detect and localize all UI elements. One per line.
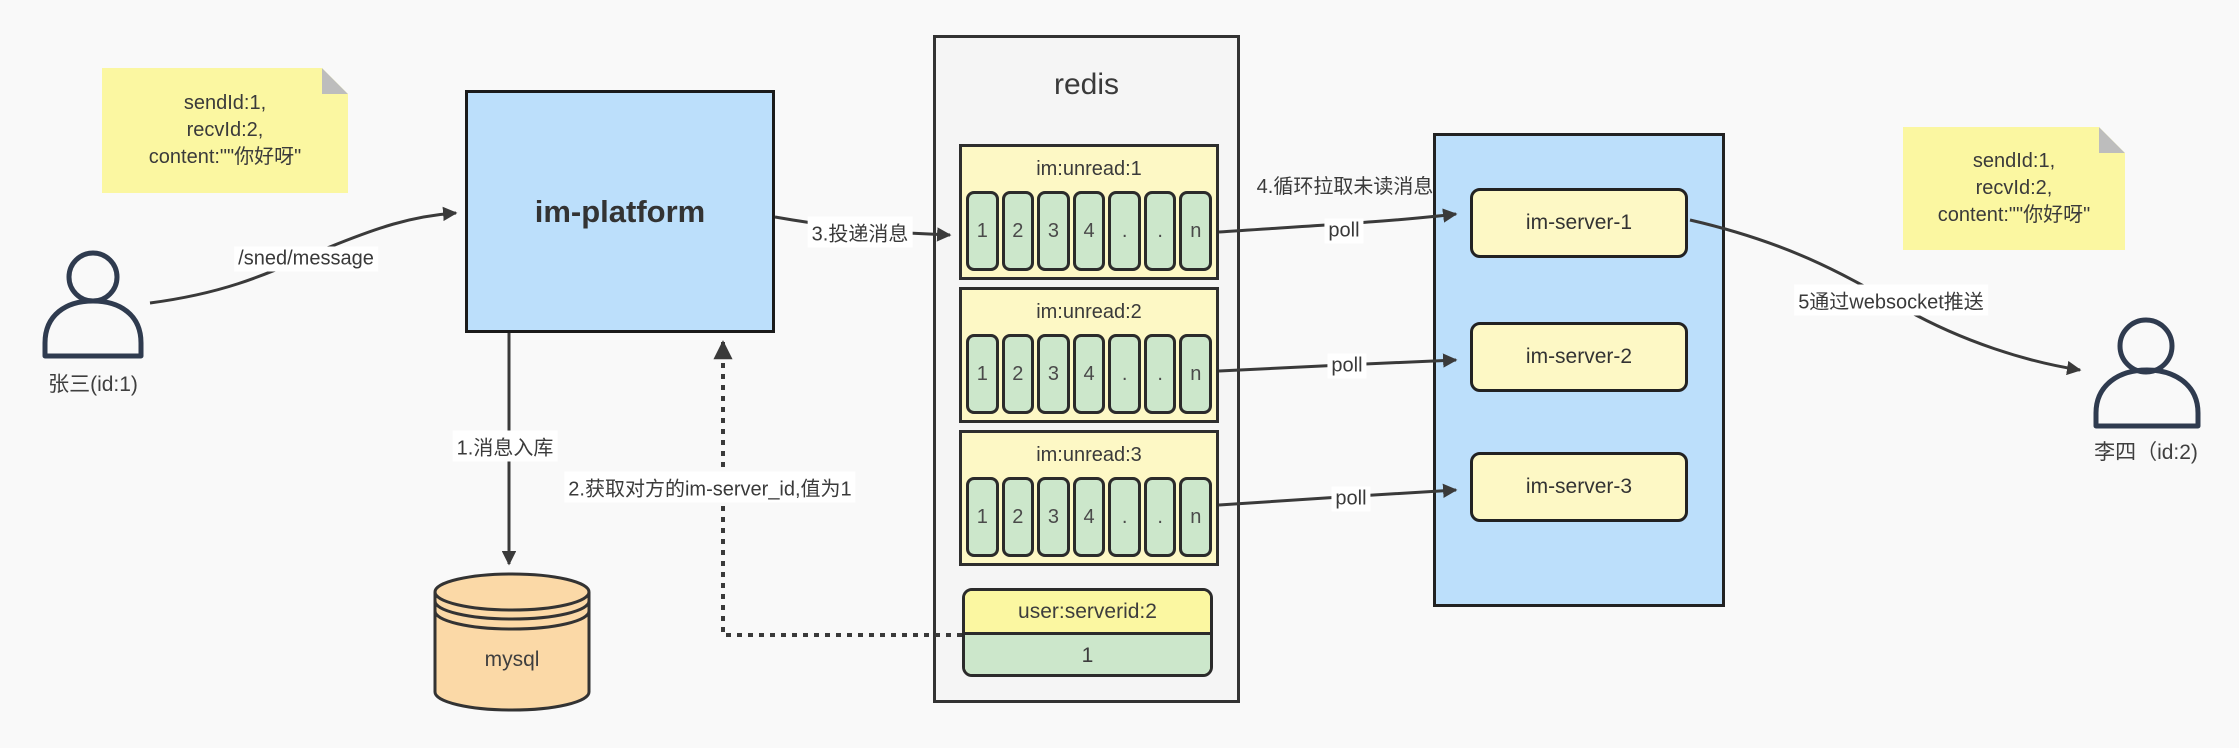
queue-cells: 1 2 3 4 . . n [962, 334, 1216, 414]
queue-cell: 4 [1072, 477, 1106, 557]
queue-cell: . [1108, 477, 1141, 557]
person-receiver-icon [2093, 317, 2201, 429]
kv-value: 1 [965, 635, 1210, 674]
label-send-message: /sned/message [234, 246, 378, 272]
queue-cell: . [1143, 334, 1177, 414]
label-lookup-serverid: 2.获取对方的im-server_id,值为1 [564, 471, 856, 503]
sticky-note-right: sendId:1, recvId:2, content:""你好呀" [1903, 127, 2125, 250]
im-platform-label: im-platform [534, 193, 706, 229]
note-line: content:""你好呀" [148, 146, 302, 168]
label-poll-1: poll [1324, 218, 1364, 244]
sender-name-label: 张三(id:1) [48, 373, 138, 396]
label-poll-2: poll [1327, 353, 1367, 379]
folded-corner-icon [2099, 127, 2125, 153]
database-cylinder-icon [433, 572, 591, 712]
im-server-3-box: im-server-3 [1470, 452, 1688, 522]
queue-cell: 2 [1001, 191, 1035, 271]
queue-cells: 1 2 3 4 . . n [962, 191, 1216, 271]
queue-cell: 1 [966, 334, 999, 414]
note-line: content:""你好呀" [1937, 204, 2091, 226]
queue-cell: . [1143, 477, 1177, 557]
queue-cells: 1 2 3 4 . . n [962, 477, 1216, 557]
queue-cell: 2 [1001, 477, 1035, 557]
queue-im-unread-2: im:unread:2 1 2 3 4 . . n [959, 287, 1219, 423]
queue-cell: 3 [1037, 477, 1070, 557]
queue-im-unread-3: im:unread:3 1 2 3 4 . . n [959, 430, 1219, 566]
user-serverid-box: user:serverid:2 1 [962, 588, 1213, 677]
person-sender-icon [42, 250, 144, 359]
queue-cell: 2 [1001, 334, 1035, 414]
queue-cell: n [1179, 334, 1213, 414]
note-line: recvId:2, [1975, 177, 2053, 199]
queue-cell: 3 [1037, 191, 1070, 271]
label-poll-loop: 4.循环拉取未读消息 [1256, 176, 1434, 198]
im-platform-box: im-platform [465, 90, 775, 333]
queue-cell: . [1143, 191, 1177, 271]
queue-cell: . [1108, 334, 1141, 414]
queue-cell: . [1108, 191, 1141, 271]
queue-cell: n [1179, 191, 1213, 271]
queue-name: im:unread:2 [1036, 300, 1142, 323]
queue-cell: 4 [1072, 191, 1106, 271]
queue-name: im:unread:1 [1036, 157, 1142, 180]
im-server-2-box: im-server-2 [1470, 322, 1688, 392]
note-line: sendId:1, [183, 92, 267, 114]
note-line: sendId:1, [1972, 150, 2056, 172]
queue-cell: n [1179, 477, 1213, 557]
queue-name: im:unread:3 [1036, 443, 1142, 466]
queue-cell: 1 [966, 191, 999, 271]
queue-cell: 3 [1037, 334, 1070, 414]
queue-cell: 4 [1072, 334, 1106, 414]
mysql-label: mysql [484, 648, 540, 671]
label-poll-3: poll [1331, 486, 1371, 512]
note-line: recvId:2, [186, 119, 264, 141]
im-server-1-box: im-server-1 [1470, 188, 1688, 258]
folded-corner-icon [322, 68, 348, 94]
label-store-mysql: 1.消息入库 [452, 430, 558, 462]
kv-key: user:serverid:2 [965, 591, 1210, 635]
receiver-name-label: 李四（id:2) [2094, 441, 2198, 464]
sticky-note-left: sendId:1, recvId:2, content:""你好呀" [102, 68, 348, 193]
label-websocket-push: 5通过websocket推送 [1794, 284, 1988, 316]
queue-im-unread-1: im:unread:1 1 2 3 4 . . n [959, 144, 1219, 280]
label-deliver-message: 3.投递消息 [807, 216, 913, 248]
queue-cell: 1 [966, 477, 999, 557]
redis-title: redis [1053, 68, 1120, 101]
